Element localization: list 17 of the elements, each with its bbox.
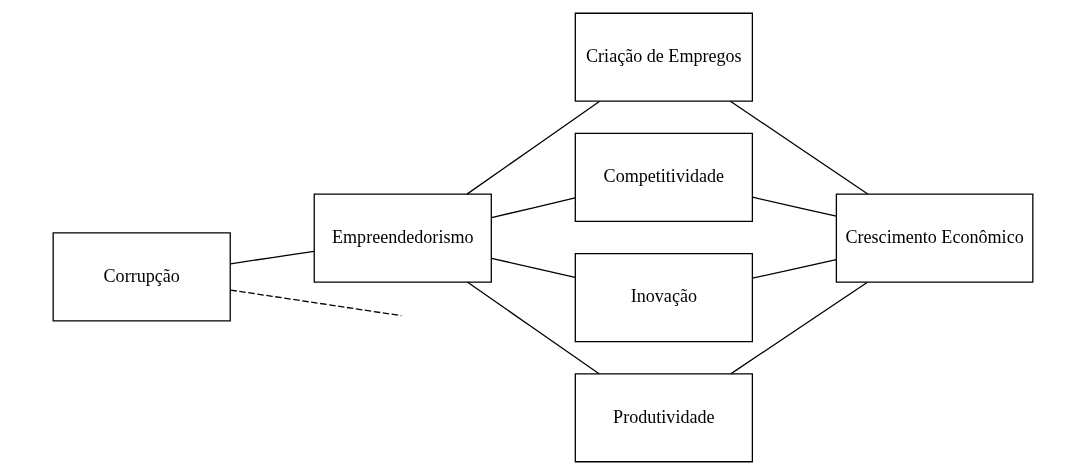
connector (466, 281, 600, 375)
connector (751, 259, 837, 279)
connector (751, 196, 837, 217)
connector (730, 281, 869, 375)
node-box: Criação de Empregos (574, 12, 753, 102)
node-box: Corrupção (52, 232, 231, 322)
node-box: Produtividade (574, 373, 753, 463)
connector (466, 100, 600, 195)
connector (490, 197, 576, 219)
node-box: Competitividade (574, 132, 753, 222)
node-box: Empreendedorismo (313, 193, 492, 283)
connector (229, 289, 403, 317)
node-box: Crescimento Econômico (835, 193, 1034, 283)
connector (229, 250, 315, 265)
node-box: Inovação (574, 253, 753, 343)
connector (490, 257, 576, 279)
connector (729, 100, 869, 195)
